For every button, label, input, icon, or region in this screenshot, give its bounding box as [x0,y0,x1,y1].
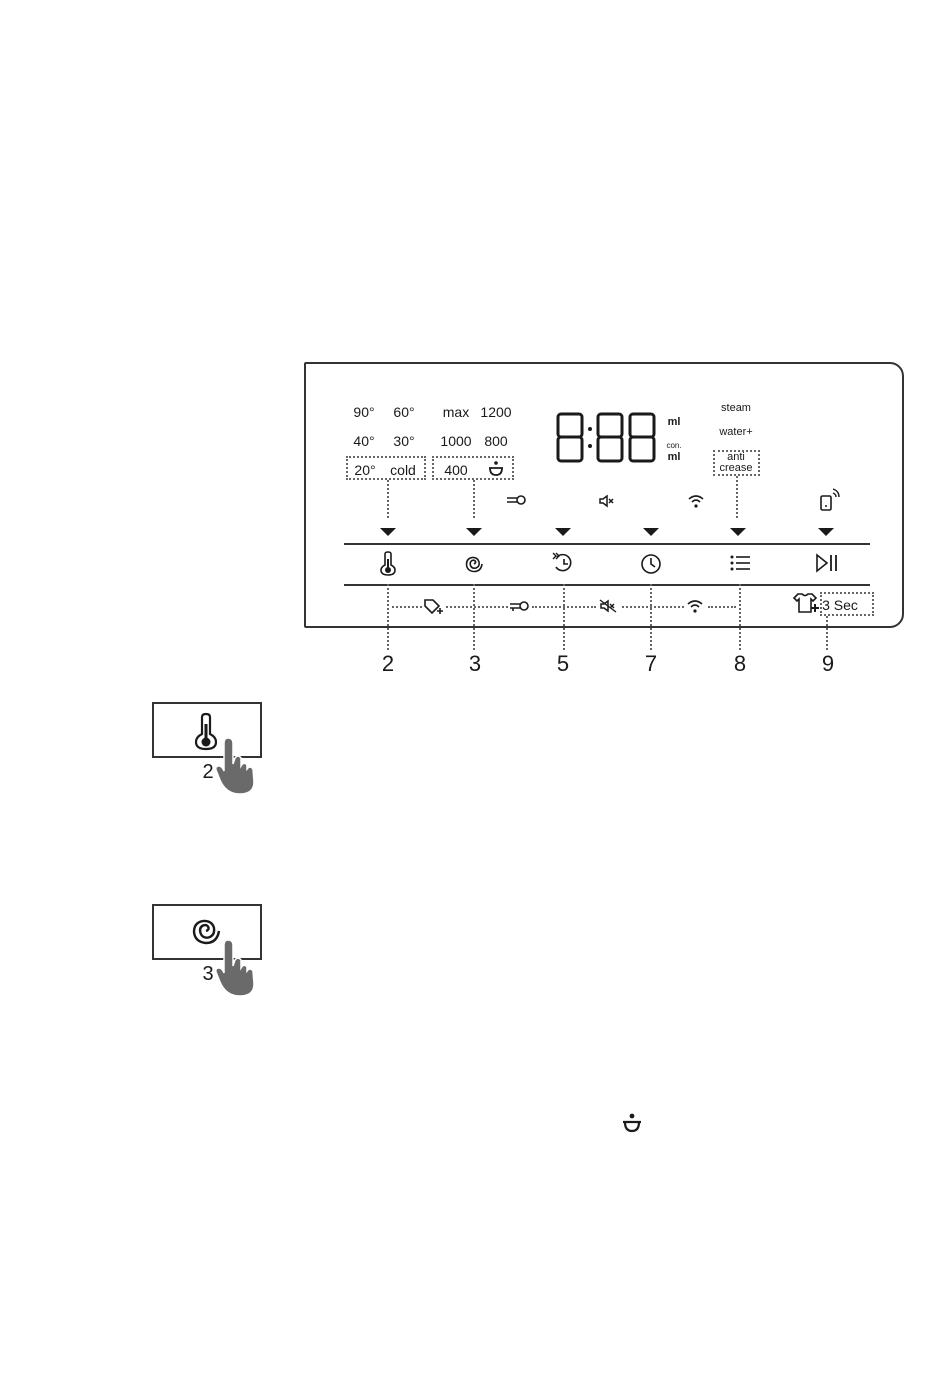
leader-8 [739,584,741,650]
mute-icon [598,598,618,614]
time-icon[interactable] [639,552,663,576]
temp-selection-box [346,456,426,480]
option-steam: steam [721,402,751,414]
indicator-arrow [643,528,659,536]
button-number-7: 7 [645,652,657,676]
child-lock-icon [508,599,530,613]
figure-number-3: 3 [202,962,213,986]
mute-icon [598,494,616,508]
indicator-arrow [380,528,396,536]
indicator-arrow [466,528,482,536]
leader-options-top [736,476,738,518]
leader-7 [650,584,652,650]
button-strip-bottom-line [344,584,870,586]
unit-con: con. [666,441,681,450]
temp-option-90: 90° [353,404,374,420]
leader-line [708,606,736,608]
spin-icon[interactable] [463,553,485,575]
leader-3 [473,584,475,650]
hold-3-sec-box [820,592,874,616]
unit-ml-bottom: ml [668,451,681,463]
button-number-2: 2 [382,652,394,676]
rinse-hold-icon [620,1112,644,1134]
unit-ml-top: ml [668,416,681,428]
spin-selection-box [432,456,514,480]
delay-end-icon[interactable] [551,551,575,575]
temp-option-40: 40° [353,433,374,449]
temp-option-30: 30° [393,433,414,449]
add-garment-icon [792,592,822,614]
leader-spin-top [473,480,475,518]
spin-option-1000: 1000 [440,433,471,449]
indicator-arrow [730,528,746,536]
wifi-icon [686,598,704,614]
button-number-5: 5 [557,652,569,676]
leader-line [392,606,422,608]
spin-option-800: 800 [484,433,507,449]
indicator-arrow [818,528,834,536]
leader-5 [563,584,565,650]
start-pause-icon[interactable] [814,553,840,573]
button-number-3: 3 [469,652,481,676]
button-number-9: 9 [822,652,834,676]
leader-line [446,606,508,608]
leader-line [622,606,684,608]
options-list-icon[interactable] [728,553,752,573]
button-number-8: 8 [734,652,746,676]
smart-control-icon [818,488,840,512]
add-garment-icon [422,597,444,615]
wifi-icon [687,493,705,509]
spin-option-max: max [443,404,469,420]
leader-temp-top [387,480,389,518]
indicator-arrow [555,528,571,536]
anti-crease-box [713,450,760,476]
temp-option-60: 60° [393,404,414,420]
finger-press-icon [214,938,262,998]
child-lock-icon [505,493,527,507]
button-strip-top-line [344,543,870,545]
temperature-icon[interactable] [378,551,398,577]
spin-option-1200: 1200 [480,404,511,420]
figure-number-2: 2 [202,760,213,784]
finger-press-icon [214,736,262,796]
leader-2 [387,584,389,650]
leader-9 [826,616,828,650]
time-display [554,410,662,466]
option-water-plus: water+ [719,426,752,438]
